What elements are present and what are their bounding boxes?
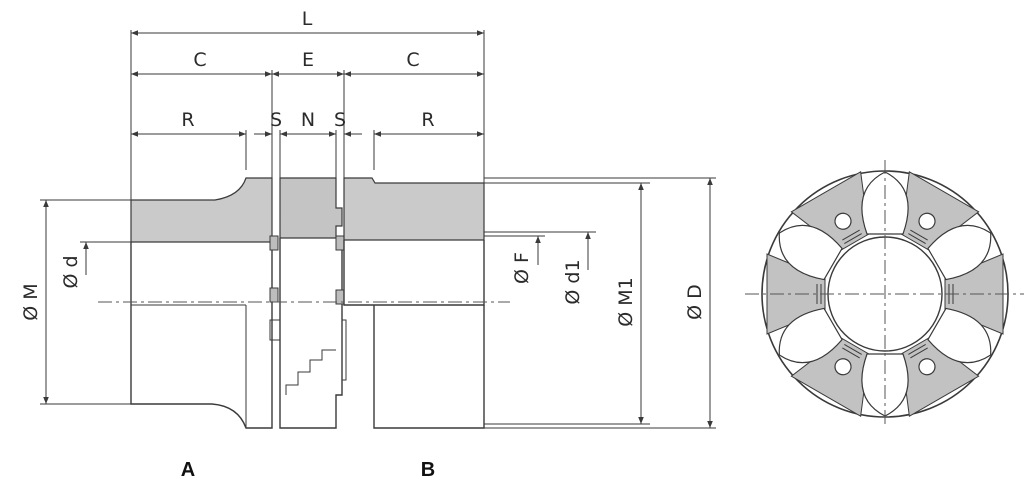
dim-label-N: N [301, 109, 315, 131]
front-view [745, 160, 1024, 428]
view-label-A: A [181, 459, 195, 481]
jaw-tooth-2 [335, 235, 345, 251]
dim-label-C-right: C [406, 49, 419, 71]
dim-label-M: Ø M [20, 283, 42, 320]
dim-label-D: Ø D [684, 284, 706, 320]
dim-label-L: L [302, 8, 313, 30]
dim-label-d1: Ø d1 [562, 259, 584, 304]
dim-label-E: E [302, 49, 314, 71]
view-label-B: B [421, 459, 435, 481]
dim-label-F: Ø F [511, 252, 533, 284]
dim-label-R-right: R [421, 109, 434, 131]
right-hub [343, 177, 485, 429]
dim-label-C-left: C [193, 49, 206, 71]
dim-label-S-right: S [334, 109, 346, 131]
bolt-holes [834, 212, 936, 376]
dim-label-R-left: R [181, 109, 194, 131]
left-hub [130, 177, 273, 429]
dim-label-S-left: S [270, 109, 282, 131]
jaw-tooth-1 [269, 235, 279, 251]
elastomer-element [269, 177, 347, 429]
dim-label-M1: Ø M1 [615, 277, 637, 326]
dim-label-d: Ø d [60, 255, 82, 288]
side-view: L C E C R S N S R Ø M Ø d Ø F [20, 8, 716, 481]
jaw-tooth-3 [269, 287, 279, 303]
